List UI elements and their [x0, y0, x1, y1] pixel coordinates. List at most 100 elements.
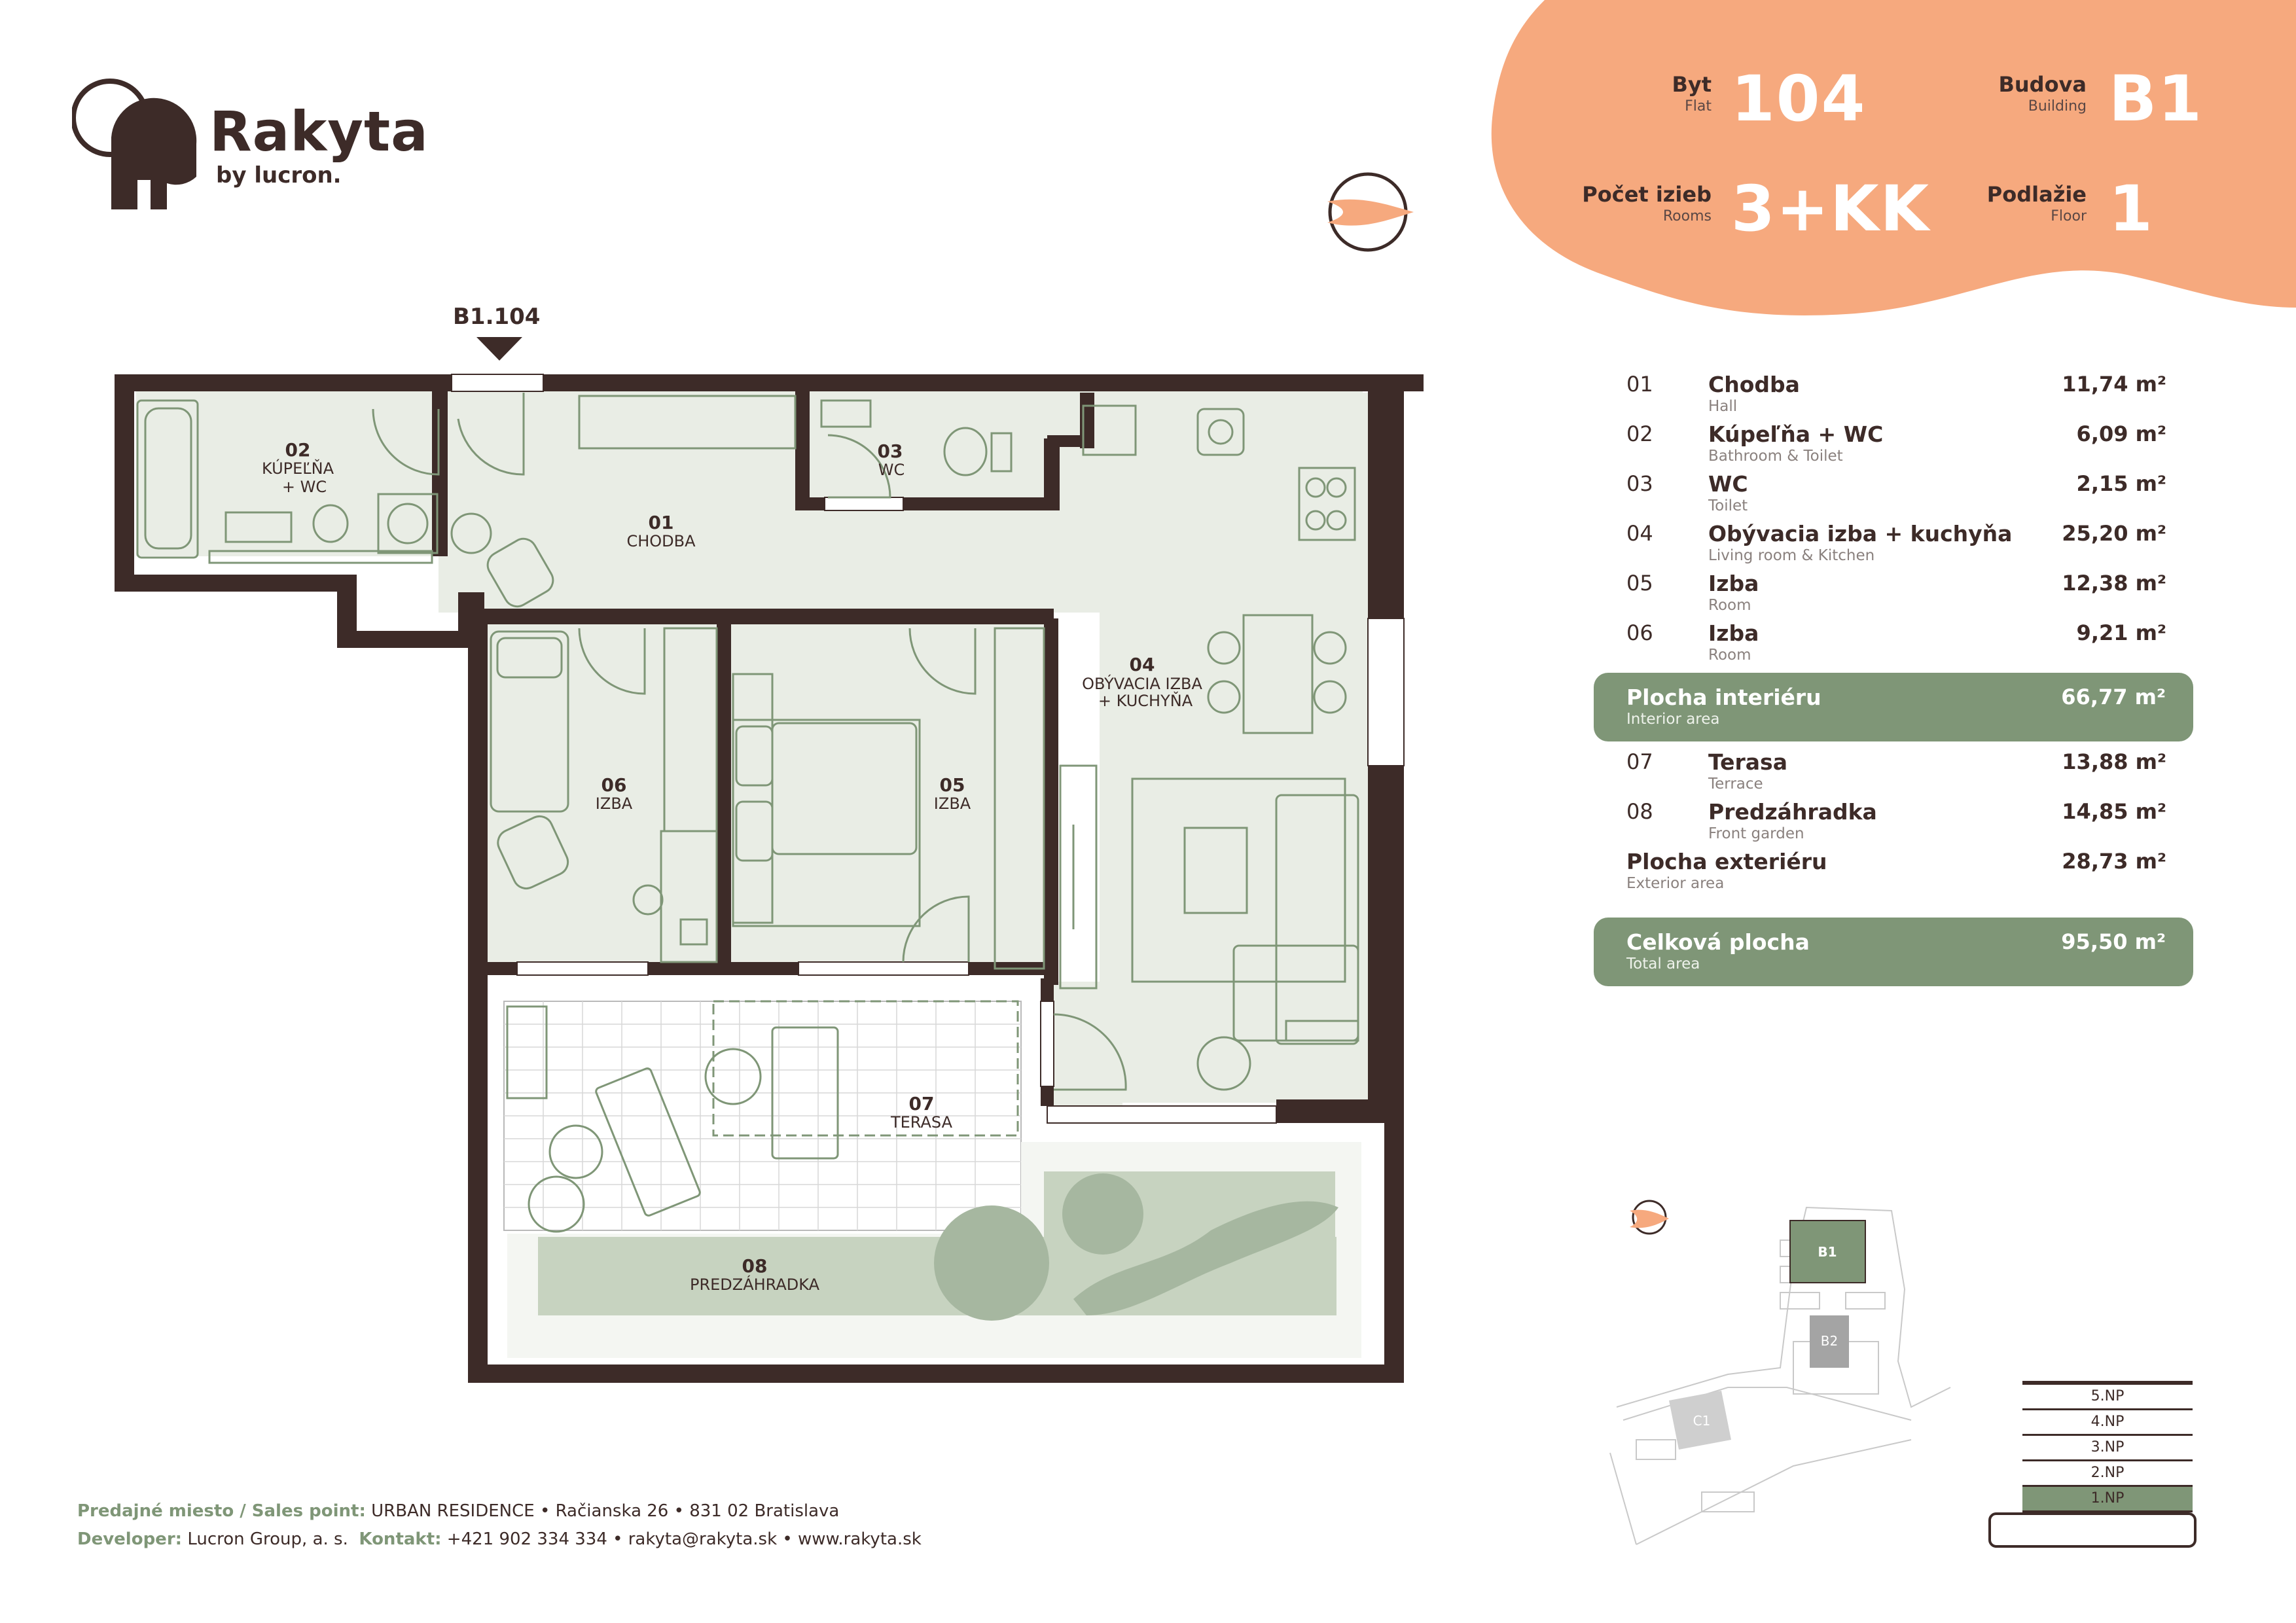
plan-room-02-num: 02: [285, 439, 311, 461]
floor-4np[interactable]: 4.NP: [2022, 1410, 2193, 1436]
room-sub: Living room & Kitchen: [1708, 547, 1875, 564]
plan-room-03-num: 03: [878, 440, 903, 462]
plan-room-06-num: 06: [601, 774, 627, 796]
room-row: 02 Kúpeľňa + WC Bathroom & Toilet 6,09 m…: [1626, 421, 2166, 471]
total-area: 95,50 m²: [2061, 929, 2166, 954]
room-row: 06 Izba Room 9,21 m²: [1626, 620, 2166, 670]
flat-sub: Flat: [1685, 98, 1712, 115]
rooms-value: 3+KK: [1731, 172, 1931, 245]
plan-room-04-name: OBÝVACIA IZBA: [1082, 674, 1202, 693]
site-b2-label: B2: [1821, 1333, 1838, 1349]
site-plan: B1 B2 C1: [1609, 1200, 1951, 1545]
room-name: Kúpeľňa + WC: [1708, 421, 1884, 447]
room-num: 05: [1626, 571, 1653, 596]
sales-label: Predajné miesto / Sales point:: [77, 1501, 366, 1521]
floor-1np[interactable]: 1.NP: [2022, 1487, 2193, 1512]
room-area: 13,88 m²: [2062, 749, 2166, 774]
floor-5np[interactable]: 5.NP: [2022, 1385, 2193, 1410]
rakyta-logo: [72, 79, 197, 209]
plan-room-02-name: KÚPEĽŇA: [262, 458, 334, 478]
dev-value: Lucron Group, a. s.: [187, 1529, 348, 1549]
site-c1-label: C1: [1693, 1413, 1711, 1429]
plan-room-02-name2: + WC: [282, 478, 327, 496]
sales-value: URBAN RESIDENCE • Račianska 26 • 831 02 …: [371, 1501, 840, 1521]
exterior-rooms-list: 07 Terasa Terrace 13,88 m² 08 Predzáhrad…: [1626, 749, 2166, 899]
room-area: 14,85 m²: [2062, 799, 2166, 824]
flat-value: 104: [1731, 62, 1867, 135]
plan-room-06-name: IZBA: [596, 794, 633, 813]
brand-tagline: by lucron.: [216, 162, 342, 188]
room-name: Obývacia izba + kuchyňa: [1708, 521, 2013, 546]
room-area: 2,15 m²: [2076, 471, 2166, 496]
plan-room-08-num: 08: [742, 1255, 768, 1277]
plan-room-08-name: PREDZÁHRADKA: [690, 1275, 820, 1294]
room-area: 11,74 m²: [2062, 372, 2166, 397]
interior-sub: Interior area: [1626, 711, 1720, 728]
room-num: 08: [1626, 799, 1653, 824]
exterior-total-row: Plocha exteriéru Exterior area 28,73 m²: [1626, 849, 2166, 899]
plan-room-05-num: 05: [940, 774, 965, 796]
room-row: 04 Obývacia izba + kuchyňa Living room &…: [1626, 521, 2166, 571]
interior-area-bar: Plocha interiéru Interior area 66,77 m²: [1594, 673, 2193, 741]
plan-room-04-name2: + KUCHYŇA: [1098, 691, 1193, 710]
floor-label: Podlažie: [1986, 182, 2087, 207]
room-row: 03 WC Toilet 2,15 m²: [1626, 471, 2166, 521]
room-sub: Front garden: [1708, 825, 1804, 842]
rooms-list: 01 Chodba Hall 11,74 m² 02 Kúpeľňa + WC …: [1626, 372, 2166, 670]
room-name: Predzáhradka: [1708, 799, 1877, 825]
plan-room-01-name: CHODBA: [626, 532, 696, 550]
room-name: Izba: [1708, 571, 1759, 596]
floor-ground-box: [1988, 1512, 2197, 1548]
room-name: Terasa: [1708, 749, 1787, 775]
plan-room-07-name: TERASA: [890, 1113, 953, 1132]
rooms-sub: Rooms: [1662, 208, 1712, 224]
rooms-label: Počet izieb: [1582, 182, 1712, 207]
room-num: 03: [1626, 471, 1653, 496]
exterior-sub: Exterior area: [1626, 875, 1725, 892]
room-row: 05 Izba Room 12,38 m²: [1626, 571, 2166, 620]
exterior-name: Plocha exteriéru: [1626, 849, 1827, 874]
site-building-b1: [1789, 1220, 1866, 1283]
room-name: WC: [1708, 471, 1748, 497]
room-num: 06: [1626, 620, 1653, 645]
site-building-b2: [1810, 1315, 1849, 1368]
floor-3np[interactable]: 3.NP: [2022, 1436, 2193, 1461]
floor-sub: Floor: [2051, 208, 2087, 224]
contact-label: Kontakt:: [359, 1529, 442, 1549]
brand-name: Rakyta: [209, 99, 429, 164]
total-area-bar: Celková plocha Total area 95,50 m²: [1594, 918, 2193, 986]
plan-room-04-num: 04: [1130, 654, 1155, 675]
room-name: Chodba: [1708, 372, 1800, 397]
room-sub: Hall: [1708, 398, 1738, 415]
plan-room-01-num: 01: [649, 512, 674, 533]
interior-name: Plocha interiéru: [1626, 685, 1821, 710]
exterior-area: 28,73 m²: [2062, 849, 2166, 874]
room-area: 6,09 m²: [2076, 421, 2166, 446]
floor-selector: 5.NP 4.NP 3.NP 2.NP 1.NP: [2022, 1381, 2193, 1512]
room-sub: Bathroom & Toilet: [1708, 448, 1843, 465]
room-area: 9,21 m²: [2076, 620, 2166, 645]
room-sub: Room: [1708, 597, 1751, 614]
compass-icon: [1327, 172, 1414, 252]
footer-developer: Developer: Lucron Group, a. s. Kontakt: …: [77, 1529, 922, 1549]
plan-room-07-num: 07: [909, 1093, 935, 1115]
room-row: 01 Chodba Hall 11,74 m²: [1626, 372, 2166, 421]
room-num: 04: [1626, 521, 1653, 546]
entry-label: B1.104: [453, 304, 541, 330]
floor-2np[interactable]: 2.NP: [2022, 1461, 2193, 1487]
building-sub: Building: [2028, 98, 2087, 115]
flat-label: Byt: [1672, 72, 1712, 97]
room-area: 12,38 m²: [2062, 571, 2166, 596]
room-sub: Room: [1708, 647, 1751, 664]
room-sub: Toilet: [1708, 497, 1748, 514]
plan-room-03-name: WC: [878, 461, 905, 479]
floor-value: 1: [2109, 172, 2154, 245]
header-blob: [1491, 0, 2296, 315]
plan-room-05-name: IZBA: [934, 794, 971, 813]
building-label: Budova: [1998, 72, 2087, 97]
room-sub: Terrace: [1708, 776, 1763, 793]
room-row: 08 Predzáhradka Front garden 14,85 m²: [1626, 799, 2166, 849]
contact-value[interactable]: +421 902 334 334 • rakyta@rakyta.sk • ww…: [446, 1529, 922, 1549]
building-value: B1: [2109, 62, 2203, 135]
interior-area: 66,77 m²: [2061, 685, 2166, 709]
